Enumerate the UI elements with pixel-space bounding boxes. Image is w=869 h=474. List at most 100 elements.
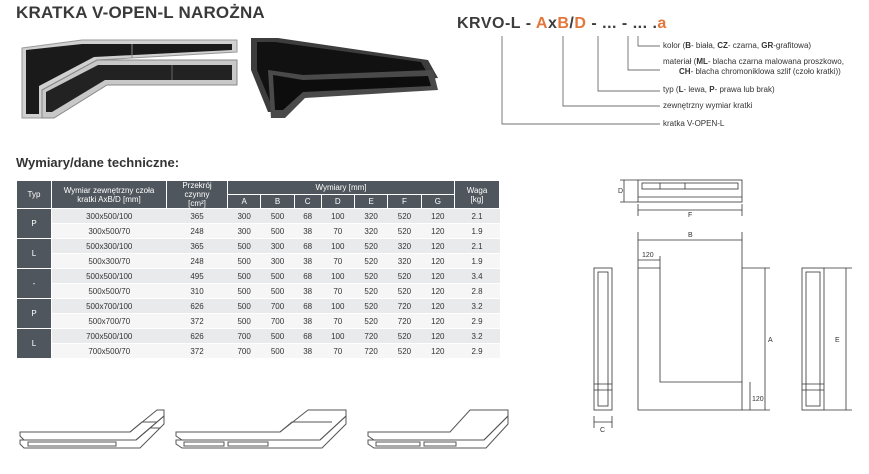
table-cell: 100 bbox=[321, 208, 355, 224]
table-cell: 120 bbox=[421, 328, 455, 344]
dim-b: B bbox=[688, 232, 693, 239]
table-cell: 365 bbox=[166, 208, 228, 224]
table-cell: 120 bbox=[421, 283, 455, 299]
spec-table: Typ Wymiar zewnętrzny czoła kratki AxB/D… bbox=[16, 180, 500, 359]
table-cell: 70 bbox=[321, 343, 355, 359]
table-cell: 3.4 bbox=[454, 268, 500, 284]
type-cell: P bbox=[16, 298, 52, 329]
table-cell: 700 bbox=[260, 298, 295, 314]
table-cell: 300x500/70 bbox=[51, 223, 167, 239]
bottom-drawing-1 bbox=[19, 409, 165, 449]
table-cell: 248 bbox=[166, 253, 228, 269]
table-cell: 68 bbox=[294, 268, 322, 284]
table-cell: 310 bbox=[166, 283, 228, 299]
table-cell: 3.2 bbox=[454, 328, 500, 344]
code-color: a bbox=[657, 15, 667, 32]
legend-zewnetrzny: zewnętrzny wymiar kratki bbox=[663, 101, 753, 110]
table-cell: 2.1 bbox=[454, 238, 500, 254]
table-cell: 70 bbox=[321, 223, 355, 239]
table-cell: 120 bbox=[421, 223, 455, 239]
table-cell: 300 bbox=[227, 223, 261, 239]
table-cell: 3.2 bbox=[454, 298, 500, 314]
table-cell: 2.1 bbox=[454, 208, 500, 224]
table-cell: 720 bbox=[354, 343, 388, 359]
table-cell: 2.9 bbox=[454, 313, 500, 329]
dim-a: A bbox=[768, 337, 773, 344]
table-cell: 38 bbox=[294, 313, 322, 329]
table-cell: 2.9 bbox=[454, 343, 500, 359]
table-cell: 300 bbox=[260, 238, 295, 254]
table-cell: 100 bbox=[321, 298, 355, 314]
table-cell: 38 bbox=[294, 253, 322, 269]
code-slash: / bbox=[569, 15, 575, 32]
code-prefix: KRVO-L - bbox=[457, 15, 536, 32]
table-cell: 520 bbox=[354, 313, 388, 329]
product-code: KRVO-L - AxB/D - ... - ... .a bbox=[457, 15, 667, 33]
table-cell: 120 bbox=[421, 208, 455, 224]
legend-material: materiał (ML- blacha czarna malowana pro… bbox=[663, 57, 844, 76]
table-cell: 520 bbox=[387, 208, 422, 224]
type-cell: L bbox=[16, 328, 52, 359]
table-cell: 70 bbox=[321, 313, 355, 329]
dim-d: D bbox=[618, 188, 623, 195]
table-cell: 700 bbox=[260, 313, 295, 329]
table-cell: 68 bbox=[294, 238, 322, 254]
dim-120-top: 120 bbox=[642, 252, 654, 259]
header-wymiar: Wymiar zewnętrzny czoła kratki AxB/D [mm… bbox=[51, 180, 167, 209]
header-wymiary: Wymiary [mm] bbox=[227, 180, 455, 195]
table-cell: 520 bbox=[387, 283, 422, 299]
table-cell: 720 bbox=[354, 328, 388, 344]
legend-typ: typ (L- lewa, P- prawa lub brak) bbox=[663, 85, 775, 94]
table-cell: 120 bbox=[421, 268, 455, 284]
dim-120-side: 120 bbox=[752, 396, 764, 403]
table-cell: 500 bbox=[227, 313, 261, 329]
col-d: D bbox=[320, 194, 355, 209]
page-title: KRATKA V-OPEN-L NAROŻNA bbox=[16, 3, 265, 22]
table-cell: 520 bbox=[387, 268, 422, 284]
table-cell: 500x500/100 bbox=[51, 268, 167, 284]
dim-c: C bbox=[600, 427, 605, 434]
table-cell: 1.9 bbox=[454, 223, 500, 239]
table-cell: 38 bbox=[294, 343, 322, 359]
table-cell: 120 bbox=[421, 298, 455, 314]
col-e: E bbox=[353, 194, 389, 209]
table-cell: 520 bbox=[354, 298, 388, 314]
table-cell: 500 bbox=[260, 343, 295, 359]
section-heading: Wymiary/dane techniczne: bbox=[16, 155, 180, 170]
table-cell: 500 bbox=[227, 268, 261, 284]
col-a: A bbox=[226, 194, 262, 209]
table-cell: 68 bbox=[294, 208, 322, 224]
table-cell: 720 bbox=[387, 313, 422, 329]
table-cell: 320 bbox=[387, 238, 422, 254]
table-cell: 626 bbox=[166, 298, 228, 314]
table-cell: 2.8 bbox=[454, 283, 500, 299]
table-cell: 720 bbox=[387, 298, 422, 314]
col-c: C bbox=[293, 194, 322, 209]
col-b: B bbox=[260, 194, 295, 209]
product-photo-graphite bbox=[251, 38, 438, 118]
table-cell: 372 bbox=[166, 313, 228, 329]
table-cell: 120 bbox=[421, 313, 455, 329]
bottom-drawing-3 bbox=[367, 409, 509, 449]
table-cell: 372 bbox=[166, 343, 228, 359]
col-g: G bbox=[420, 194, 456, 209]
table-cell: 320 bbox=[354, 223, 388, 239]
table-cell: 700x500/100 bbox=[51, 328, 167, 344]
code-x: x bbox=[547, 15, 558, 32]
table-cell: 68 bbox=[294, 328, 322, 344]
header-typ: Typ bbox=[16, 180, 52, 209]
table-cell: 500x700/70 bbox=[51, 313, 167, 329]
table-cell: 520 bbox=[387, 328, 422, 344]
table-cell: 300 bbox=[260, 253, 295, 269]
table-cell: 500 bbox=[227, 253, 261, 269]
type-cell: L bbox=[16, 238, 52, 269]
header-waga: Waga[kg] bbox=[454, 180, 500, 209]
table-cell: 320 bbox=[387, 253, 422, 269]
table-cell: 520 bbox=[387, 343, 422, 359]
